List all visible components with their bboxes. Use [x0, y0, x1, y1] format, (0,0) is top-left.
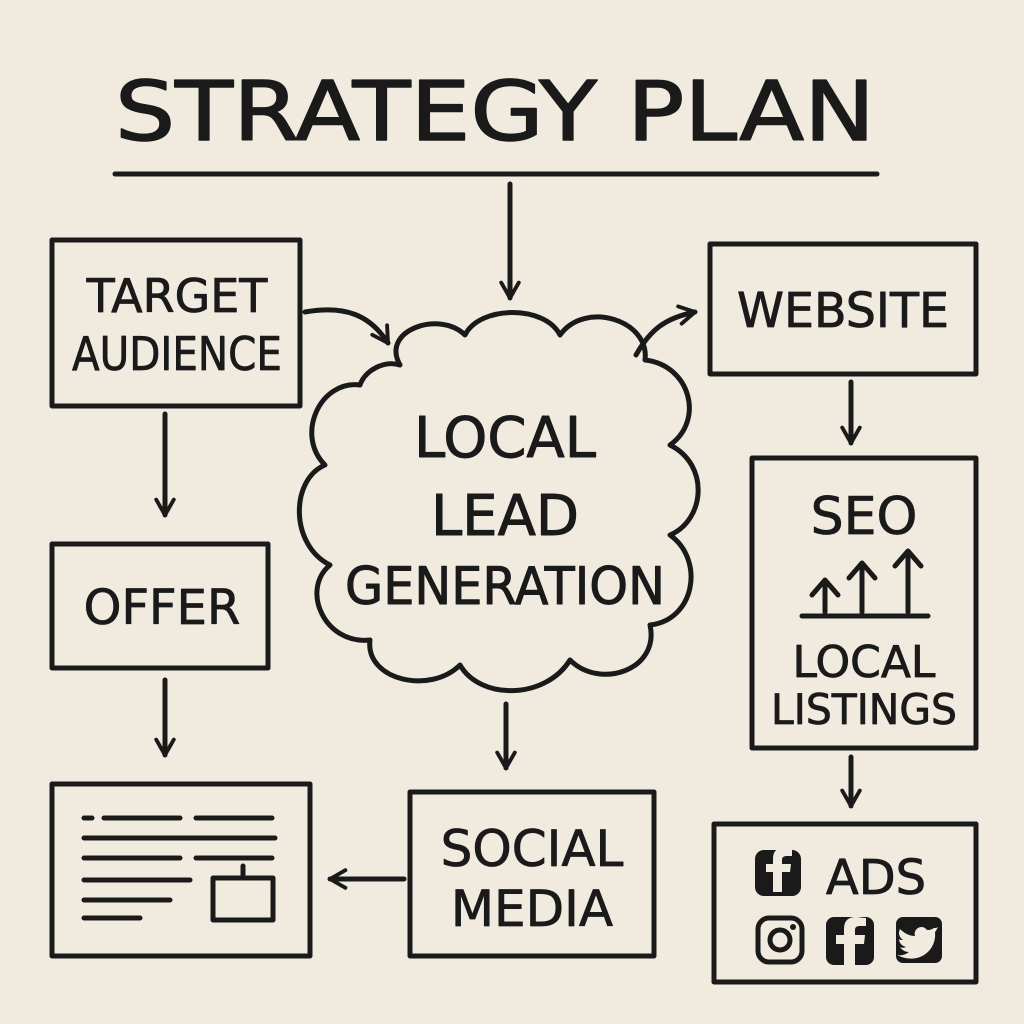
- website-box: [707, 241, 979, 377]
- seo-subline-1: LOCAL: [793, 637, 936, 688]
- website-label: WEBSITE: [737, 283, 949, 339]
- social-media-line-1: SOCIAL: [441, 820, 624, 878]
- offer-box: [49, 541, 271, 671]
- rising-arrows-icon: [799, 548, 931, 619]
- arrow-audience-to-center: [302, 307, 391, 346]
- node-ads: ADS: [711, 821, 979, 985]
- instagram-icon: [755, 915, 805, 965]
- target-audience-box: [49, 237, 303, 409]
- target-audience-line-2: AUDIENCE: [72, 327, 282, 381]
- seo-label: SEO: [811, 487, 918, 547]
- center-line-2: LEAD: [431, 484, 579, 549]
- social-media-box: [407, 789, 657, 959]
- arrow-center-to-website: [633, 304, 698, 358]
- node-website: WEBSITE: [707, 241, 979, 377]
- node-seo: SEO LOCAL LISTINGS: [749, 455, 979, 751]
- facebook-icon: [826, 917, 874, 965]
- page-title: STRATEGY PLAN: [115, 65, 875, 160]
- node-target-audience: TARGET AUDIENCE: [49, 237, 303, 409]
- node-social-media: SOCIAL MEDIA: [407, 789, 657, 959]
- node-offer: OFFER: [49, 541, 271, 671]
- target-audience-line-1: TARGET: [86, 269, 269, 323]
- social-media-line-2: MEDIA: [451, 880, 613, 938]
- offer-label: OFFER: [84, 580, 241, 636]
- node-landing-page: [49, 781, 313, 959]
- seo-subline-2: LISTINGS: [771, 685, 957, 734]
- seo-box: [749, 455, 979, 751]
- center-line-1: LOCAL: [414, 406, 596, 471]
- landing-page-box: [49, 781, 313, 959]
- center-line-3: GENERATION: [345, 557, 665, 617]
- ads-box: [711, 821, 979, 985]
- center-node-local-lead-generation: LOCAL LEAD GENERATION: [345, 406, 666, 618]
- document-with-button-icon: [81, 815, 278, 923]
- ads-label: ADS: [826, 850, 926, 906]
- facebook-icon: [755, 848, 801, 896]
- twitter-icon: [896, 917, 942, 963]
- center-cloud-shape: [296, 310, 701, 694]
